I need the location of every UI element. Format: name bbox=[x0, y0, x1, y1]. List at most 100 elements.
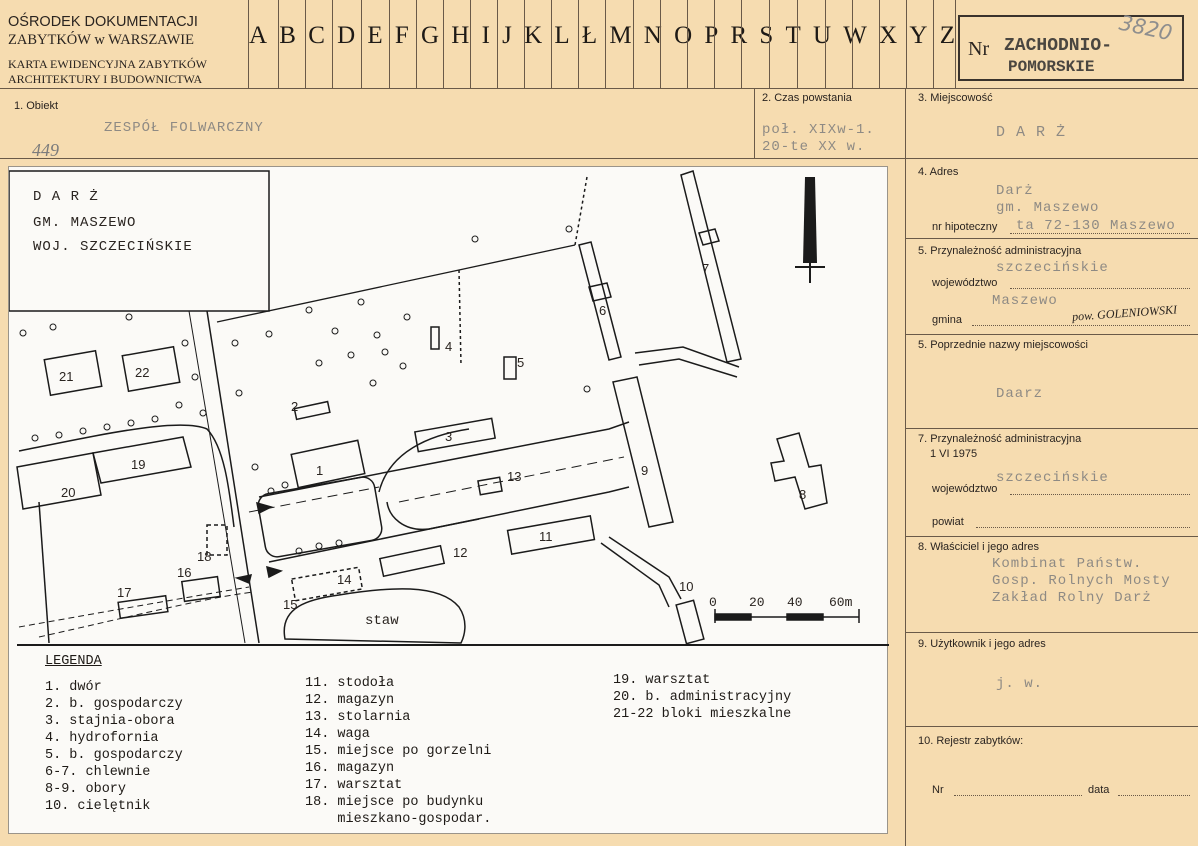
legend-entry: 19. warsztat bbox=[613, 673, 711, 688]
obiekt-handwritten: 449 bbox=[32, 140, 59, 160]
adres-nr-label: nr hipoteczny bbox=[932, 221, 998, 233]
czas-label: 2. Czas powstania bbox=[762, 92, 852, 104]
index-letter: A bbox=[249, 22, 268, 49]
index-letter: I bbox=[481, 22, 490, 49]
letter-separator bbox=[741, 0, 742, 88]
scale-bar bbox=[714, 609, 860, 623]
card-line2: ARCHITEKTURY I BUDOWNICTWA bbox=[8, 72, 203, 86]
legend-entry: 15. miejsce po gorzelni bbox=[305, 744, 492, 759]
przyn-woj-label: województwo bbox=[932, 277, 998, 289]
index-letter: P bbox=[704, 22, 719, 49]
letter-separator bbox=[443, 0, 444, 88]
building-number-12: 12 bbox=[453, 545, 468, 560]
index-letter: W bbox=[843, 22, 867, 49]
przyn1975-label1: 7. Przynależność administracyjna bbox=[918, 433, 1082, 445]
index-letter: K bbox=[524, 22, 543, 49]
czas-line2: 20-te XX w. bbox=[762, 139, 866, 155]
pond-label: staw bbox=[365, 613, 399, 629]
legend-entry: 4. hydrofornia bbox=[45, 731, 159, 746]
institution-line1: OŚRODEK DOKUMENTACJI bbox=[8, 14, 198, 30]
index-letter: T bbox=[785, 22, 801, 49]
index-letter: Z bbox=[939, 22, 955, 49]
przyn1975-powiat-label: powiat bbox=[932, 516, 964, 528]
index-letter: M bbox=[609, 22, 632, 49]
przyn-gmina-value: Maszewo bbox=[992, 293, 1058, 309]
legend-entry: 8-9. obory bbox=[45, 782, 127, 797]
legend-entry: 2. b. gospodarczy bbox=[45, 697, 183, 712]
building-number-20: 20 bbox=[61, 485, 76, 500]
building-number-10: 10 bbox=[679, 579, 694, 594]
nr-label: Nr bbox=[968, 38, 990, 60]
przyn1975-woj-value: szczecińskie bbox=[996, 470, 1109, 486]
adres-line2: gm. Maszewo bbox=[996, 200, 1100, 216]
przyn-gmina-label: gmina bbox=[932, 314, 962, 326]
przyn1975-woj-label: województwo bbox=[932, 483, 998, 495]
rejestr-data-label: data bbox=[1088, 784, 1110, 796]
wlasciciel-line2: Gosp. Rolnych Mosty bbox=[992, 573, 1171, 589]
legend-entry: 21-22 bloki mieszkalne bbox=[613, 707, 792, 722]
przyn-woj-value: szczecińskie bbox=[996, 260, 1109, 276]
building-number-13: 13 bbox=[507, 469, 522, 484]
letter-separator bbox=[633, 0, 634, 88]
card-line1: KARTA EWIDENCYJNA ZABYTKÓW bbox=[8, 57, 207, 71]
legend-entry: 14. waga bbox=[305, 727, 370, 742]
building-number-4: 4 bbox=[445, 339, 453, 354]
index-letter: F bbox=[394, 22, 409, 49]
adres-line3: ta 72-130 Maszewo bbox=[1016, 218, 1176, 234]
poprz-value: Daarz bbox=[996, 386, 1044, 402]
index-letter: C bbox=[308, 22, 325, 49]
map-place-line3: WOJ. SZCZECIŃSKIE bbox=[33, 239, 193, 255]
index-letter: G bbox=[421, 22, 440, 49]
letter-separator bbox=[305, 0, 306, 88]
legend-entry: 1. dwór bbox=[45, 680, 102, 695]
rejestr-label: 10. Rejestr zabytków: bbox=[918, 735, 1024, 747]
letter-separator bbox=[852, 0, 853, 88]
legend-entry: 16. magazyn bbox=[305, 761, 395, 776]
building-number-16: 16 bbox=[177, 565, 192, 580]
rejestr-nr-label: Nr bbox=[932, 784, 944, 796]
letter-separator bbox=[825, 0, 826, 88]
letter-separator bbox=[578, 0, 579, 88]
legend-entry: 12. magazyn bbox=[305, 693, 395, 708]
wlasciciel-line3: Zakład Rolny Darż bbox=[992, 590, 1152, 606]
building-number-11: 11 bbox=[539, 529, 553, 544]
letter-separator bbox=[416, 0, 417, 88]
adres-label: 4. Adres bbox=[918, 166, 959, 178]
legend-entry: 3. stajnia-obora bbox=[45, 714, 175, 729]
building-number-18: 18 bbox=[197, 549, 212, 564]
letter-separator bbox=[389, 0, 390, 88]
legend-column-2: 11. stodoła 12. magazyn 13. stolarnia 14. w… bbox=[305, 675, 491, 828]
scale-label: 0 bbox=[709, 595, 717, 610]
legend-entry: 18. miejsce po budynku bbox=[305, 795, 484, 810]
building-number-8: 8 bbox=[799, 487, 807, 502]
letter-separator bbox=[470, 0, 471, 88]
building-number-21: 21 bbox=[59, 369, 74, 384]
institution-line2: ZABYTKÓW w WARSZAWIE bbox=[8, 32, 194, 48]
uzytkownik-value: j. w. bbox=[996, 676, 1044, 692]
region-line1: ZACHODNIO- bbox=[1004, 36, 1113, 56]
building-number-1: 1 bbox=[316, 463, 324, 478]
scale-label: 20 bbox=[749, 595, 765, 610]
scale-label: 40 bbox=[787, 595, 803, 610]
wlasciciel-label: 8. Właściciel i jego adres bbox=[918, 541, 1040, 553]
region-box bbox=[958, 15, 1184, 81]
legend-entry: 6-7. chlewnie bbox=[45, 765, 151, 780]
legend-entry: 11. stodoła bbox=[305, 676, 395, 691]
building-number-14: 14 bbox=[337, 572, 352, 587]
legend-column-1: 1. dwór 2. b. gospodarczy 3. stajnia-obora… bbox=[45, 679, 183, 815]
obiekt-value: ZESPÓŁ FOLWARCZNY bbox=[104, 120, 264, 136]
legend-entry: 17. warsztat bbox=[305, 778, 403, 793]
miejscowosc-label: 3. Miejscowość bbox=[918, 92, 993, 104]
letter-separator bbox=[714, 0, 715, 88]
building-number-7: 7 bbox=[702, 261, 710, 276]
legend-entry: 13. stolarnia bbox=[305, 710, 411, 725]
building-number-22: 22 bbox=[135, 365, 150, 380]
region-line2: POMORSKIE bbox=[1008, 58, 1095, 76]
uzytkownik-label: 9. Użytkownik i jego adres bbox=[918, 638, 1046, 650]
index-letter: L bbox=[554, 22, 570, 49]
building-number-19: 19 bbox=[131, 457, 146, 472]
index-letter: Y bbox=[909, 22, 928, 49]
adres-line1: Darż bbox=[996, 183, 1034, 199]
